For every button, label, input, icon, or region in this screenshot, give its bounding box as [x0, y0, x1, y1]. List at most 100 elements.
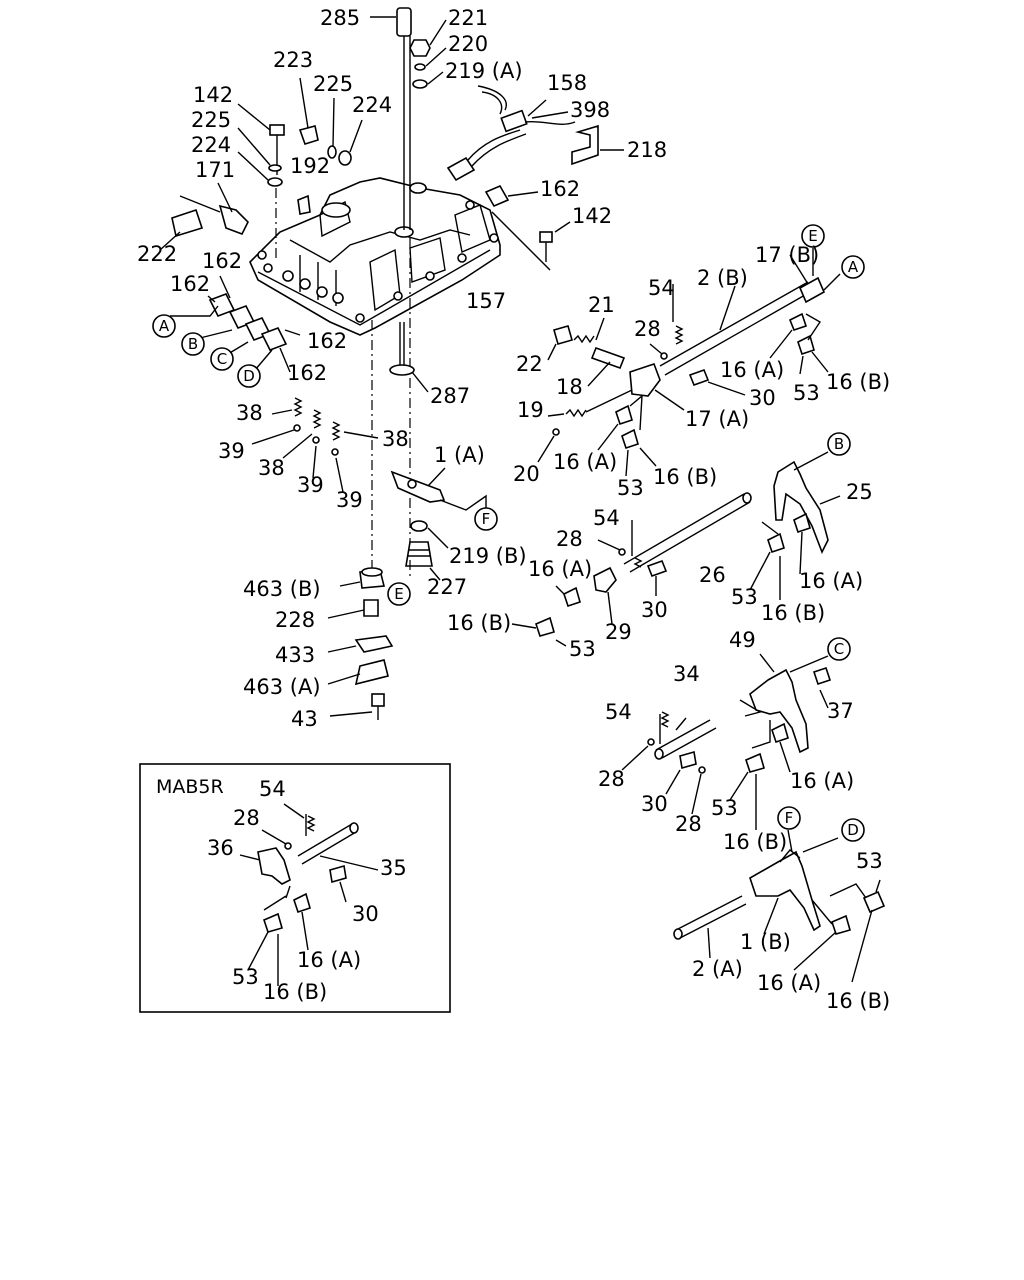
part-number-label: 53: [569, 637, 596, 661]
part-number-label: 17 (A): [685, 407, 749, 431]
reference-callout: F: [474, 507, 498, 531]
shift-lever-lower: [327, 467, 487, 720]
part-number-label: 221: [448, 6, 488, 30]
part-number-label: 2 (B): [697, 266, 748, 290]
part-number-label: 29: [605, 620, 632, 644]
left-fasteners: [159, 77, 363, 262]
part-number-label: 34: [673, 662, 700, 686]
callout-circle: [152, 314, 176, 338]
inset-mab5r: [139, 763, 451, 1013]
callout-letter: D: [847, 821, 859, 839]
part-number-label: 1 (A): [434, 443, 485, 467]
part-number-label: 192: [290, 154, 330, 178]
center-axes: [371, 238, 429, 575]
part-number-label: 227: [427, 575, 467, 599]
inset-title: MAB5R: [156, 776, 224, 798]
callout-circle: [801, 224, 825, 248]
part-number-label: 220: [448, 32, 488, 56]
part-number-label: 16 (A): [720, 358, 784, 382]
part-number-label: 53: [711, 796, 738, 820]
callout-circle: [841, 255, 865, 279]
part-number-label: 225: [191, 108, 231, 132]
reference-callout: A: [841, 255, 865, 279]
callout-letter: C: [834, 640, 844, 658]
part-number-label: 16 (A): [790, 769, 854, 793]
part-number-label: 30: [749, 386, 776, 410]
callout-circle: [474, 507, 498, 531]
part-number-label: 53: [793, 381, 820, 405]
part-number-label: 30: [641, 792, 668, 816]
part-number-label: 17 (B): [755, 243, 819, 267]
part-number-label: 16 (B): [826, 989, 890, 1013]
callout-letter: A: [159, 317, 170, 335]
part-number-label: 43: [291, 707, 318, 731]
part-number-label: 39: [336, 488, 363, 512]
part-number-label: 1 (B): [740, 930, 791, 954]
part-number-label: 16 (B): [447, 611, 511, 635]
part-number-label: 38: [382, 427, 409, 451]
part-number-label: 16 (A): [297, 948, 361, 972]
reference-callout: F: [777, 806, 801, 830]
reference-callout: D: [841, 818, 865, 842]
shift-shaft-2b: [537, 248, 841, 477]
part-number-label: 219 (A): [445, 59, 523, 83]
part-number-label: 28: [598, 767, 625, 791]
part-number-label: 18: [556, 375, 583, 399]
part-number-label: 398: [570, 98, 610, 122]
part-number-label: 28: [556, 527, 583, 551]
part-number-label: 16 (B): [826, 370, 890, 394]
part-number-label: 2 (A): [692, 957, 743, 981]
part-number-label: 26: [699, 563, 726, 587]
callout-circle: [210, 347, 234, 371]
callout-letter: C: [217, 350, 227, 368]
reference-callout: B: [827, 432, 851, 456]
part-number-label: 38: [236, 401, 263, 425]
part-number-label: 223: [273, 48, 313, 72]
part-number-label: 38: [258, 456, 285, 480]
part-number-label: 20: [513, 462, 540, 486]
part-number-label: 16 (B): [653, 465, 717, 489]
part-number-label: 285: [320, 6, 360, 30]
reference-callout: C: [827, 637, 851, 661]
part-number-label: 287: [430, 384, 470, 408]
callout-circle: [181, 332, 205, 356]
reference-callout: C: [210, 347, 234, 371]
part-number-label: 54: [593, 506, 620, 530]
reference-callout: E: [801, 224, 825, 248]
part-number-label: 162: [202, 249, 242, 273]
part-number-label: 54: [259, 777, 286, 801]
callout-letter: B: [834, 435, 844, 453]
part-number-label: 28: [675, 812, 702, 836]
part-number-label: 224: [191, 133, 231, 157]
part-number-label: 53: [856, 849, 883, 873]
part-number-label: 36: [207, 836, 234, 860]
callout-circle: [237, 364, 261, 388]
part-number-label: 28: [634, 317, 661, 341]
callout-circle: [777, 806, 801, 830]
callout-letter: F: [482, 510, 491, 528]
callout-circle: [827, 432, 851, 456]
reference-callout: B: [181, 332, 205, 356]
shift-shaft-2a: [673, 829, 886, 983]
part-number-label: 433: [275, 643, 315, 667]
reference-callout: A: [152, 314, 176, 338]
part-number-label: 16 (A): [528, 557, 592, 581]
part-number-label: 53: [617, 476, 644, 500]
part-number-label: 16 (A): [553, 450, 617, 474]
part-number-label: 49: [729, 628, 756, 652]
callout-letter: D: [243, 367, 255, 385]
callout-letter: F: [785, 809, 794, 827]
part-number-label: 37: [827, 699, 854, 723]
part-number-label: 25: [846, 480, 873, 504]
top-rod-assembly: [370, 7, 447, 230]
part-number-label: 157: [466, 289, 506, 313]
part-number-label: 228: [275, 608, 315, 632]
part-number-label: 53: [731, 585, 758, 609]
part-number-label: 219 (B): [449, 544, 527, 568]
part-number-label: 16 (B): [263, 980, 327, 1004]
part-number-label: 218: [627, 138, 667, 162]
shift-cover-housing: [249, 177, 501, 336]
part-number-label: 54: [648, 276, 675, 300]
